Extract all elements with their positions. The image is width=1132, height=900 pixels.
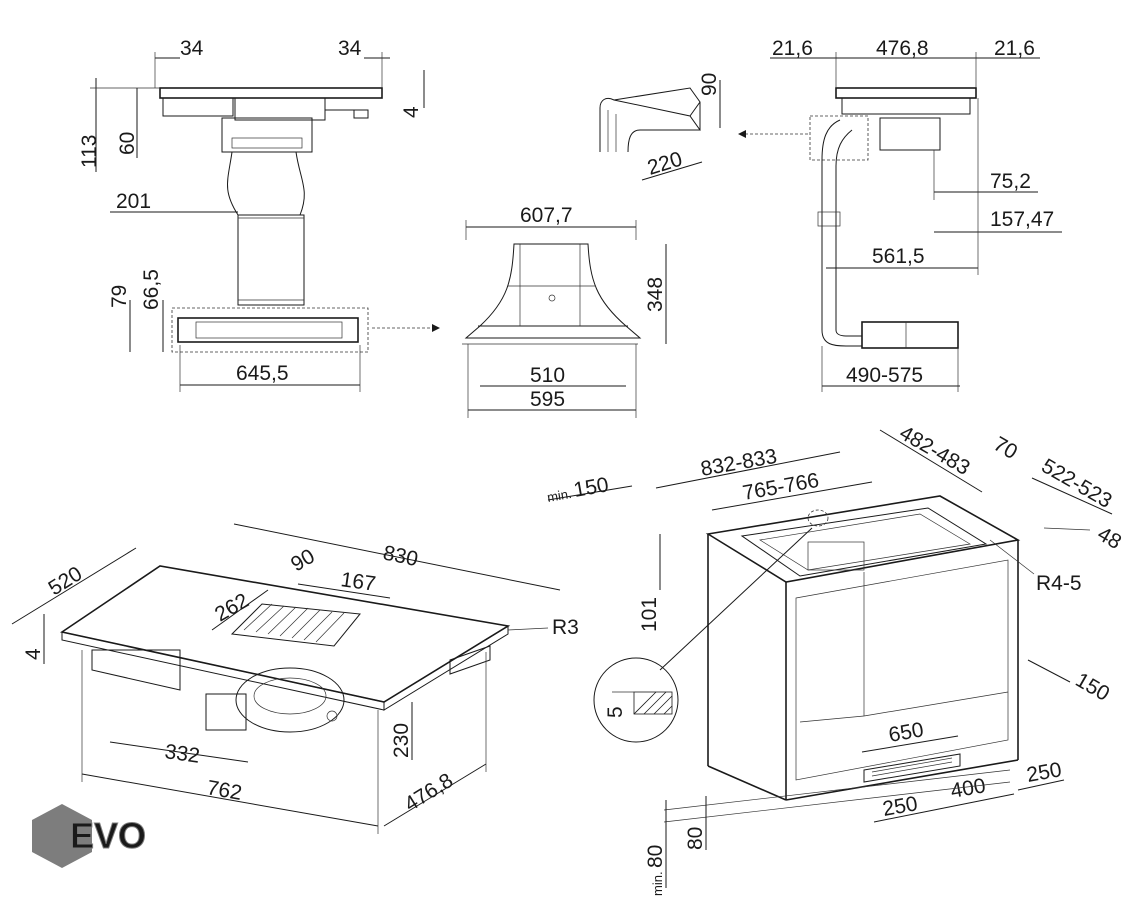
dim-min-80: 80 bbox=[644, 845, 667, 868]
dim-101: 101 bbox=[638, 597, 661, 632]
dim-min-label-80: min. bbox=[650, 871, 665, 896]
dim-482-483: 482-483 bbox=[896, 421, 974, 479]
dim-150-side: 150 bbox=[1072, 668, 1114, 705]
logo-text: EVO bbox=[70, 815, 146, 856]
dim-75-2: 75,2 bbox=[990, 170, 1031, 193]
dim-113: 113 bbox=[78, 135, 101, 168]
dim-765-766: 765-766 bbox=[741, 469, 821, 505]
evo-hexagon-icon bbox=[32, 804, 92, 868]
dim-476-8-hob: 476,8 bbox=[400, 769, 457, 816]
dim-70: 70 bbox=[990, 432, 1022, 464]
dim-5-detail: 5 bbox=[604, 706, 627, 718]
dim-607-7: 607,7 bbox=[520, 204, 573, 227]
dim-80: 80 bbox=[684, 827, 707, 850]
outlet-front-view: 607,7 348 510 595 bbox=[462, 204, 667, 418]
dim-167: 167 bbox=[339, 568, 377, 596]
side-view-left: 34 34 4 113 60 201 79 66,5 645,5 bbox=[78, 37, 440, 392]
dim-r4-5: R4-5 bbox=[1036, 572, 1082, 595]
dim-21-6-right: 21,6 bbox=[994, 37, 1035, 60]
dim-250-right: 250 bbox=[1025, 758, 1064, 787]
dim-79: 79 bbox=[108, 285, 131, 308]
dim-522-523: 522-523 bbox=[1038, 454, 1116, 512]
dim-66-5: 66,5 bbox=[140, 269, 163, 310]
dim-60: 60 bbox=[116, 132, 139, 155]
dim-48: 48 bbox=[1094, 522, 1126, 554]
dim-4-glass: 4 bbox=[22, 648, 45, 660]
dim-520: 520 bbox=[44, 562, 86, 600]
dim-201: 201 bbox=[116, 190, 151, 213]
dim-262: 262 bbox=[211, 589, 253, 626]
dim-645-5: 645,5 bbox=[236, 362, 289, 385]
dim-332: 332 bbox=[163, 740, 201, 768]
hob-isometric-view: 520 830 90 167 262 R3 4 230 332 762 476,… bbox=[11, 523, 579, 834]
dim-762: 762 bbox=[205, 776, 244, 805]
dim-157-47: 157,47 bbox=[990, 208, 1054, 231]
dim-r3: R3 bbox=[552, 616, 579, 639]
dim-348: 348 bbox=[644, 277, 667, 312]
dim-glass-4: 4 bbox=[400, 106, 423, 118]
dim-830: 830 bbox=[381, 541, 420, 571]
dim-220: 220 bbox=[645, 148, 685, 180]
dim-230: 230 bbox=[390, 723, 413, 758]
dim-561-5: 561,5 bbox=[872, 245, 925, 268]
side-view-right: 21,6 476,8 21,6 75,2 157,47 561,5 490-57… bbox=[770, 37, 1062, 392]
dim-90-grille: 90 bbox=[287, 545, 319, 577]
elbow-view: 90 220 bbox=[599, 73, 808, 181]
dim-min-label-150: min. bbox=[546, 486, 573, 505]
dim-832-833: 832-833 bbox=[699, 445, 779, 481]
dim-476-8-top: 476,8 bbox=[876, 37, 929, 60]
dim-34-left: 34 bbox=[180, 37, 204, 60]
dim-510: 510 bbox=[530, 364, 565, 387]
dim-min-150: 150 bbox=[572, 473, 611, 502]
cabinet-view: 5 min. 150 832-833 765-766 482-483 70 52… bbox=[546, 421, 1125, 896]
dim-90-elbow: 90 bbox=[698, 73, 721, 96]
dim-34-right: 34 bbox=[338, 37, 362, 60]
dim-21-6-left: 21,6 bbox=[772, 37, 813, 60]
dim-490-575: 490-575 bbox=[846, 364, 923, 387]
evo-logo: EVO bbox=[32, 804, 147, 868]
dim-595: 595 bbox=[530, 388, 565, 411]
